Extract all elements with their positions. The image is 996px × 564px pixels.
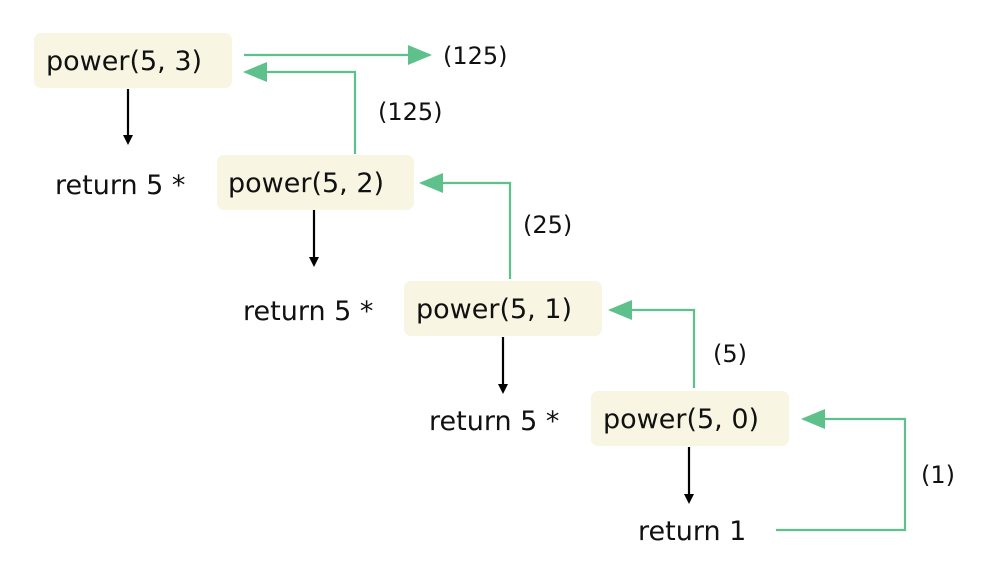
return-prefix-1: return 5 * (55, 170, 185, 201)
call-node-box-power-5-3 (34, 33, 232, 88)
call-node-power-5-0: power(5, 0) (603, 404, 759, 435)
return-arrow-level-2 (243, 62, 357, 154)
call-node-power-5-1: power(5, 1) (416, 294, 572, 325)
return-arrow-level-0 (608, 300, 696, 388)
return-value-1: (1) (921, 461, 955, 489)
call-node-power-5-2: power(5, 2) (228, 168, 384, 199)
return-prefix-2: return 5 * (243, 296, 373, 327)
call-node-power-5-3: power(5, 3) (46, 46, 202, 77)
base-case-text: return 1 (638, 516, 746, 547)
return-prefix-3: return 5 * (429, 406, 559, 437)
final-result: (125) (443, 42, 508, 70)
call-node-box-power-5-1 (404, 281, 602, 336)
call-node-box-power-5-0 (591, 391, 789, 446)
return-value-25: (25) (523, 211, 572, 239)
return-value-125: (125) (378, 98, 443, 126)
return-arrow-base (776, 409, 907, 532)
call-node-box-power-5-2 (217, 155, 414, 210)
return-arrow-level-1 (419, 173, 512, 279)
return-value-5: (5) (713, 340, 747, 368)
